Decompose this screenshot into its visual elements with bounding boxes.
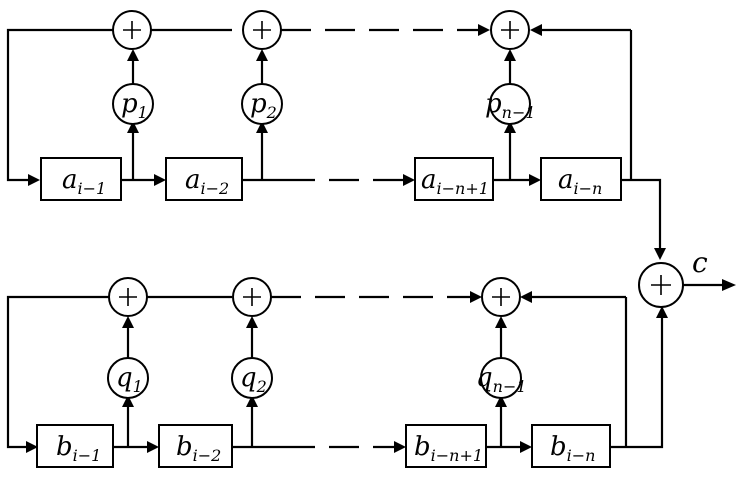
bottom-reg-arrow-1 — [147, 441, 159, 453]
coeff-p1-node: p1 — [113, 84, 153, 124]
bottom-adder-1 — [109, 278, 147, 316]
bottom-adder-2 — [233, 278, 271, 316]
bottom-coef-arrow-3 — [495, 316, 507, 328]
register-a-i-n-plus-1: ai−n+1 — [415, 158, 493, 200]
top-coef-arrow-3 — [504, 49, 516, 61]
top-feedback-arrow — [28, 174, 40, 186]
top-adder-2 — [243, 11, 281, 49]
bottom-dashed-arrow — [470, 291, 482, 303]
top-right-feed-arrow — [530, 24, 542, 36]
coeff-p2-node: p2 — [242, 84, 282, 124]
register-b-i-1: bi−1 — [37, 425, 113, 467]
output-combiner: c — [639, 246, 736, 307]
bottom-coef-arrow-1 — [122, 316, 134, 328]
output-adder — [639, 263, 683, 307]
bottom-reg-arrow-4 — [520, 441, 532, 453]
top-coef-arrow-1 — [127, 49, 139, 61]
bottom-coef-arrow-2 — [246, 316, 258, 328]
bottom-shift-register-branch: q1 q2 qn−1 bi−1 bi−2 bi−n+1 bi−n — [8, 278, 668, 467]
coeff-q2-node: q2 — [232, 358, 272, 398]
register-a-i-2: ai−2 — [166, 158, 242, 200]
top-reg-arrow-3 — [403, 174, 415, 186]
output-label-c: c — [692, 246, 708, 279]
bottom-reg-arrow-3 — [394, 441, 406, 453]
register-a-i-1: ai−1 — [41, 158, 121, 200]
top-dashed-arrow — [478, 24, 490, 36]
register-b-i-n: bi−n — [532, 425, 610, 467]
top-to-output-arrow — [654, 248, 666, 260]
top-shift-register-branch: p1 p2 pn−1 ai−1 ai−2 ai−n+1 ai−n — [8, 11, 666, 260]
register-b-i-n-plus-1: bi−n+1 — [406, 425, 486, 467]
coeff-pn-1-node: pn−1 — [485, 84, 536, 124]
register-a-i-n: ai−n — [541, 158, 621, 200]
output-arrow — [722, 279, 736, 291]
bottom-adder-3 — [482, 278, 520, 316]
top-to-output-line — [621, 180, 660, 248]
coeff-qn-1-node: qn−1 — [476, 358, 527, 398]
register-b-i-2: bi−2 — [159, 425, 232, 467]
top-coef-arrow-2 — [256, 49, 268, 61]
top-adder-1 — [113, 11, 151, 49]
top-adder-3 — [491, 11, 529, 49]
coeff-q1-node: q1 — [108, 358, 148, 398]
bottom-to-output-line — [610, 317, 662, 447]
top-reg-arrow-1 — [154, 174, 166, 186]
bottom-right-feed-arrow — [520, 291, 532, 303]
top-reg-arrow-4 — [529, 174, 541, 186]
